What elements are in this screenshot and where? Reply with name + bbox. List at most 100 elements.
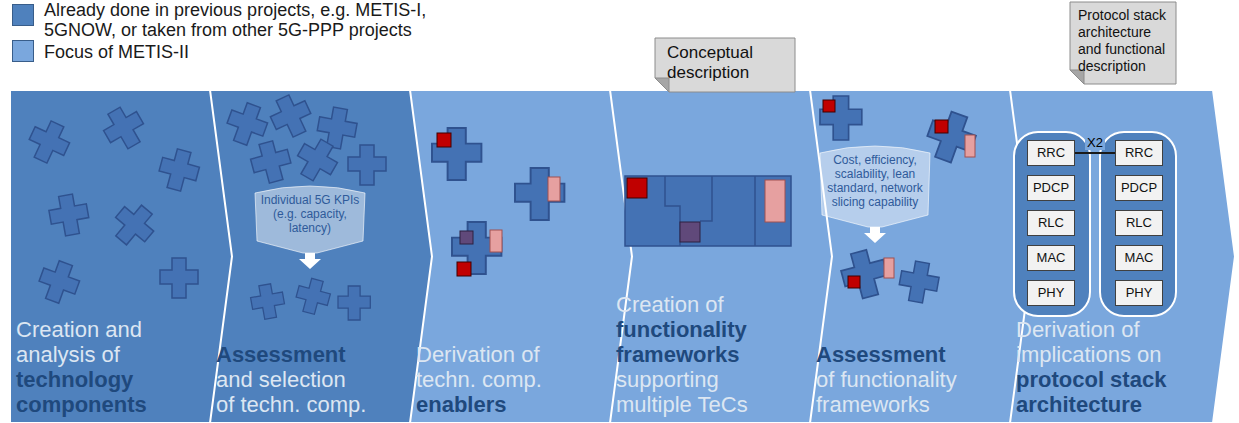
step-keyword: Assessment [816,342,971,367]
step-keyword: functionality frameworks [616,317,776,367]
puzzle-piece [291,133,344,187]
process-chevron: Assessmentof functionality frameworks Cos… [810,90,1035,423]
funnel-arrow [864,227,886,243]
step-text: Creation and analysis of [16,317,166,367]
legend-text: Focus of METIS-II [44,42,464,62]
puzzle-piece [34,257,83,308]
illustration-rect [1100,132,1176,316]
chevron-shape [810,90,1035,423]
puzzle-piece [452,222,501,274]
protocol-layer-box: PDCP [1115,175,1163,201]
puzzle-piece [265,90,316,142]
step-text: Derivation of techn. comp. [416,342,576,392]
illustration-rect [823,100,835,112]
puzzle-piece [338,286,370,320]
protocol-layer-name: PDCP [1028,176,1074,200]
puzzle-piece [222,99,271,150]
protocol-layer-name: RLC [1116,211,1162,235]
illustration-rect [490,230,502,252]
protocol-layer-box: RRC [1115,140,1163,166]
puzzle-piece [249,282,287,321]
chevron-shape [1010,90,1235,423]
illustration-rect [548,177,560,201]
protocol-layer-name: RRC [1028,141,1074,165]
chevron-shape [210,90,435,423]
puzzle-piece [897,259,941,305]
step-text: and selection of techn. comp. [216,367,368,417]
funnel-text: Cost, efficiency, scalability, lean stan… [823,153,927,209]
legend-swatch [12,40,34,62]
funnel-shape [255,186,365,253]
protocol-layer-box: PHY [1027,280,1075,306]
puzzle-piece [515,168,564,220]
process-chevron: Creation offunctionality frameworkssuppo… [610,90,835,423]
illustration-rect [1014,132,1090,316]
process-chevron: Creation and analysis oftechnology compo… [10,90,235,423]
illustration-group [437,100,948,288]
note-callout: Conceptual description [655,38,795,92]
illustration-rect [460,231,473,244]
protocol-layer-name: MAC [1116,246,1162,270]
legend-swatch [12,4,34,26]
illustration-rect [765,180,785,222]
process-chevron: Assessmentand selection of techn. comp. I… [210,90,435,423]
interface-label: X2 [1085,136,1105,150]
step-keyword: technology components [16,367,166,417]
chevron-shape [10,90,235,423]
protocol-layer-box: RRC [1027,140,1075,166]
protocol-layer-name: MAC [1028,246,1074,270]
chevron-text-block: Derivation of implications onprotocol st… [1016,317,1181,417]
puzzle-piece [47,192,91,238]
illustration-rect [437,133,451,147]
puzzle-piece [23,116,74,168]
illustration-rect [884,258,894,278]
protocol-layer-box: PHY [1115,280,1163,306]
step-keyword: protocol stack architecture [1016,367,1181,417]
protocol-layer-box: MAC [1027,245,1075,271]
protocol-layer-name: PHY [1028,281,1074,305]
chevron-text-block: Assessmentand selection of techn. comp. [216,342,368,417]
protocol-layer-box: PDCP [1027,175,1075,201]
puzzle-piece [432,128,481,180]
puzzle-piece [315,105,359,151]
illustration-rect [457,262,471,276]
step-text: supporting multiple TeCs [616,367,776,417]
step-keyword: Assessment [216,342,368,367]
puzzle-piece [155,146,202,194]
puzzle-piece [160,258,198,298]
note-shape [1070,2,1176,84]
chevron-text-block: Creation offunctionality frameworkssuppo… [616,292,776,417]
illustration-group [665,176,755,246]
illustration-rect [627,178,647,198]
process-chevron: Derivation of implications onprotocol st… [1010,90,1235,423]
puzzle-piece [820,96,862,140]
step-text: Creation of [616,292,776,317]
illustration-rect [625,176,791,246]
protocol-layer-box: RLC [1115,210,1163,236]
illustration-group [490,135,975,278]
process-chevron: Derivation of techn. comp.enablers [410,90,635,423]
funnel-text: Individual 5G KPIs (e.g. capacity, laten… [258,193,362,235]
note-text: Conceptual description [655,38,795,88]
illustration-path [700,176,712,221]
legend-text: Already done in previous projects, e.g. … [44,0,464,40]
criteria-funnel: Cost, efficiency, scalability, lean stan… [820,145,930,243]
funnel-arrow [299,253,321,269]
protocol-layer-name: RRC [1116,141,1162,165]
illustration-path [754,176,756,246]
protocol-layer-name: PHY [1116,281,1162,305]
chevron-text-block: Assessmentof functionality frameworks [816,342,971,417]
illustration-rect [965,135,975,157]
funnel-shape [820,146,930,227]
puzzle-piece [922,107,981,168]
chevron-text-block: Derivation of techn. comp.enablers [416,342,576,417]
illustration-rect [848,276,860,288]
protocol-layer-name: RLC [1028,211,1074,235]
puzzle-piece [107,197,162,252]
illustration-path [665,176,680,246]
chevron-shape [610,90,835,423]
step-text: Derivation of implications on [1016,317,1181,367]
note-callout: Protocol stack architecture and function… [1070,2,1176,84]
illustration-rect [935,120,948,133]
